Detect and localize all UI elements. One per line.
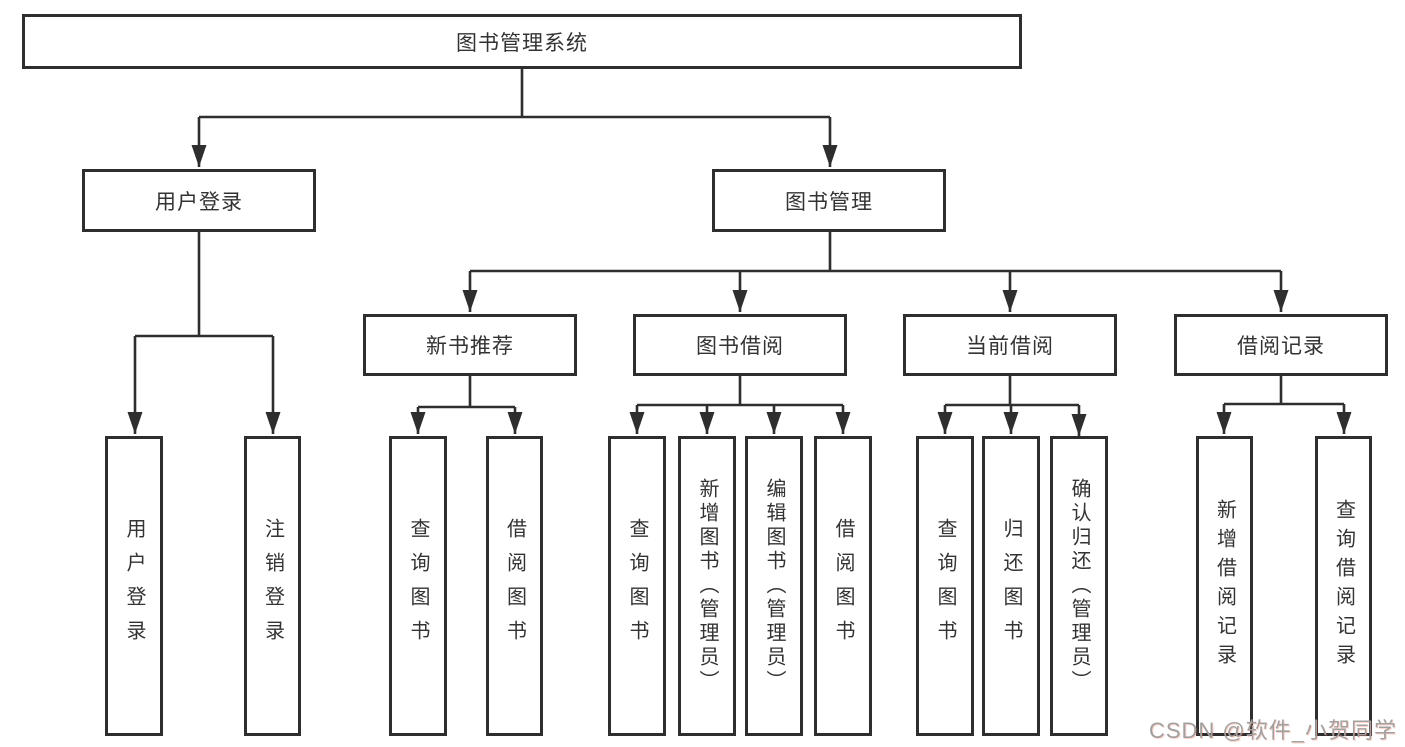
leaf-label: 新增借阅记录	[1213, 499, 1236, 673]
leaf-label: 用户登录	[123, 518, 145, 654]
node-label: 图书管理	[785, 190, 873, 214]
leaf-user-login: 用户登录	[105, 436, 163, 736]
node-new-book-recommendation: 新书推荐	[363, 314, 577, 376]
leaf-query-books: 查询图书	[916, 436, 974, 736]
node-label: 借阅记录	[1237, 335, 1325, 358]
node-label: 用户登录	[155, 190, 243, 214]
leaf-query-borrow-record: 查询借阅记录	[1315, 436, 1372, 736]
node-book-borrowing: 图书借阅	[633, 314, 847, 376]
leaf-edit-books-admin: 编辑图书（管理员）	[745, 436, 803, 736]
leaf-label: 查询图书	[934, 518, 956, 654]
leaf-add-books-admin: 新增图书（管理员）	[678, 436, 736, 736]
leaf-borrow-books: 借阅图书	[814, 436, 872, 736]
leaf-label: 借阅图书	[503, 518, 526, 654]
node-borrowing-records: 借阅记录	[1174, 314, 1388, 376]
leaf-label: 新增图书（管理员）	[696, 478, 718, 694]
leaf-label: 归还图书	[1000, 518, 1022, 654]
node-label: 图书借阅	[696, 335, 784, 358]
node-current-borrowing: 当前借阅	[903, 314, 1117, 376]
leaf-label: 注销登录	[261, 518, 284, 654]
node-label: 当前借阅	[966, 335, 1054, 358]
leaf-query-books: 查询图书	[608, 436, 666, 736]
leaf-logout: 注销登录	[244, 436, 301, 736]
leaf-confirm-return-admin: 确认归还（管理员）	[1050, 436, 1108, 736]
leaf-label: 查询图书	[626, 518, 648, 654]
leaf-return-books: 归还图书	[982, 436, 1040, 736]
node-label: 新书推荐	[426, 335, 514, 358]
node-user-login: 用户登录	[82, 169, 316, 232]
node-book-management: 图书管理	[712, 169, 946, 232]
leaf-label: 确认归还（管理员）	[1068, 478, 1090, 694]
leaf-add-borrow-record: 新增借阅记录	[1196, 436, 1253, 736]
leaf-borrow-books: 借阅图书	[486, 436, 543, 736]
leaf-label: 查询借阅记录	[1332, 499, 1355, 673]
leaf-label: 借阅图书	[832, 518, 854, 654]
node-library-management-system: 图书管理系统	[22, 14, 1022, 69]
leaf-query-books: 查询图书	[389, 436, 447, 736]
csdn-watermark: CSDN @软件_小贺同学	[1148, 718, 1397, 743]
leaf-label: 编辑图书（管理员）	[763, 478, 785, 694]
node-label: 图书管理系统	[456, 31, 588, 55]
leaf-label: 查询图书	[407, 518, 429, 654]
